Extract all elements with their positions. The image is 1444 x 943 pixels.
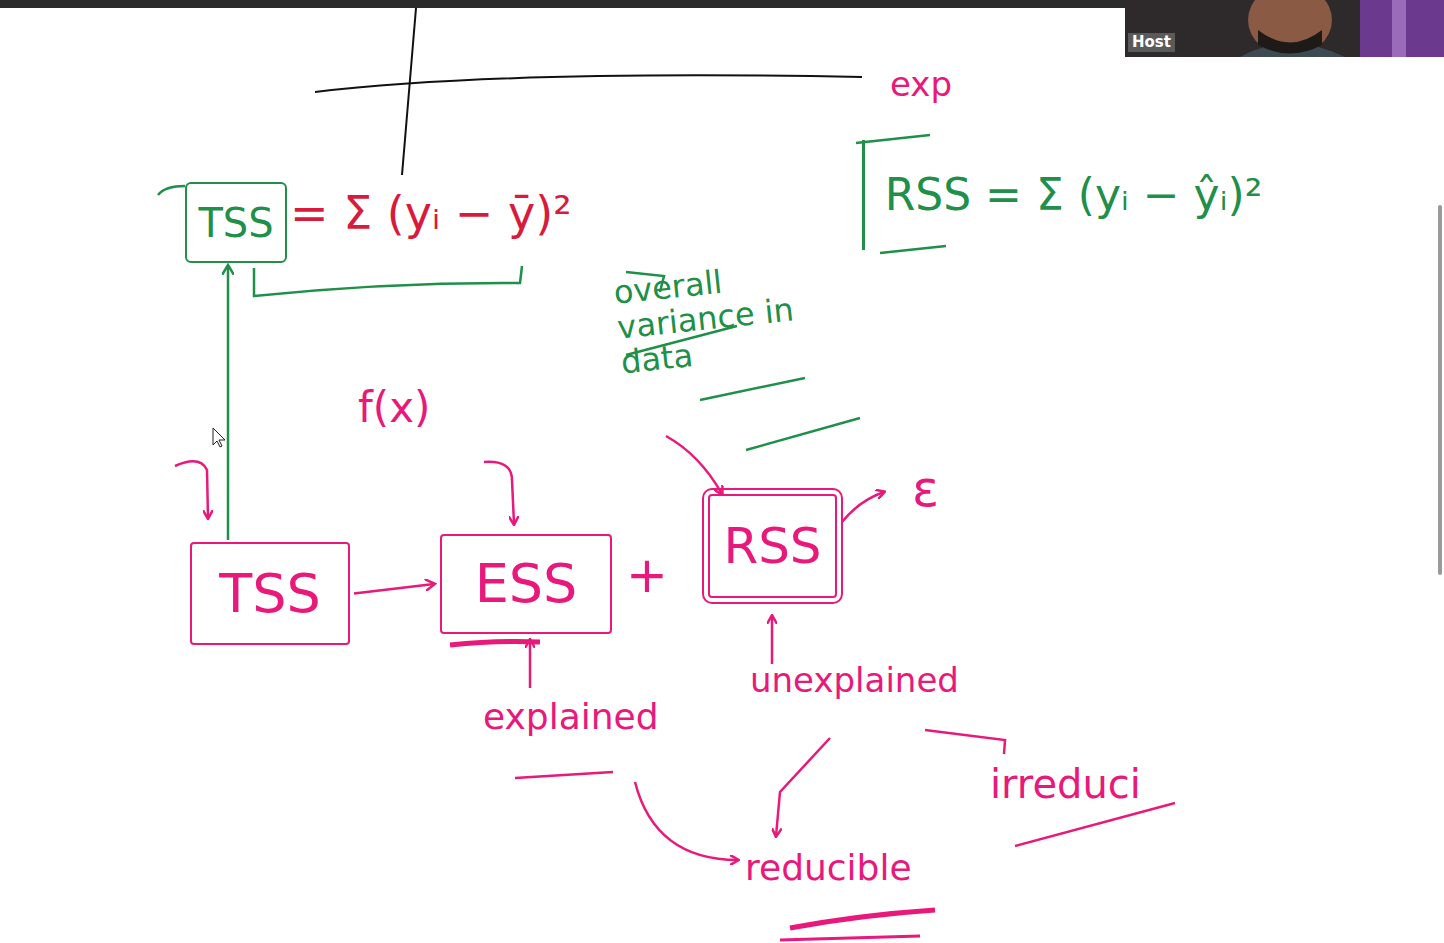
formula-text: = Σ (yᵢ − ȳ)²	[290, 188, 572, 239]
note-text: reducible	[745, 848, 912, 888]
formula-box: RSS = Σ (yᵢ − ŷᵢ)²	[862, 140, 1282, 250]
box-label: TSS	[198, 201, 273, 245]
host-tag: Host	[1128, 33, 1175, 52]
plus-sign: +	[626, 548, 668, 603]
box-label: TSS	[219, 564, 321, 623]
box-label: RSS	[723, 519, 821, 574]
note-text: explained	[483, 697, 659, 737]
sum-box: TSS	[190, 542, 350, 645]
note-text: overall variance in data	[612, 256, 812, 381]
arrow-connector	[227, 266, 230, 540]
note-text: unexplained	[750, 662, 959, 699]
note-text: exp	[890, 66, 952, 103]
sum-box: ESS	[440, 534, 612, 634]
arrow-connector	[354, 584, 434, 594]
box-label: RSS = Σ (yᵢ − ŷᵢ)²	[885, 171, 1263, 219]
sum-box: RSS	[708, 494, 837, 598]
function-text: f(x)	[358, 385, 430, 431]
box-label: ESS	[475, 554, 578, 613]
sum-box: TSS	[185, 182, 287, 263]
note-text: irreduci	[990, 762, 1141, 806]
error-symbol: ε	[912, 462, 939, 517]
